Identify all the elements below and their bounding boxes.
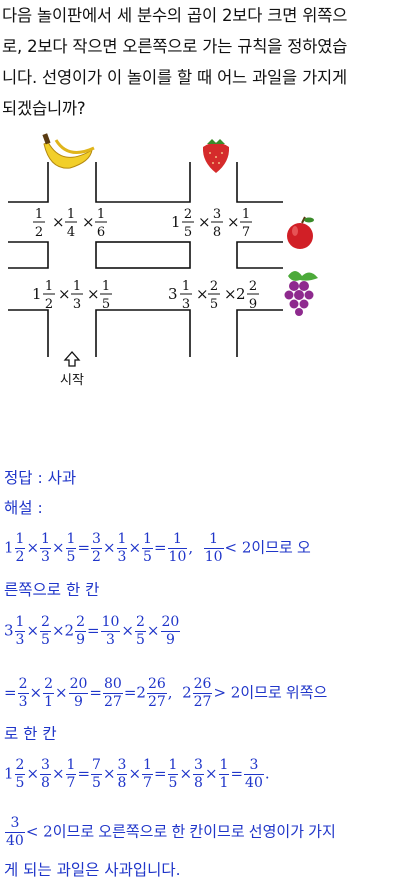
banana-icon [42,133,95,169]
times-sign: × [224,285,237,303]
frac-num: 1 [102,279,110,294]
whole-number: 1 [171,213,181,231]
times-sign: × [52,213,65,231]
frac-num: 2 [210,279,218,294]
frac-num: 1 [242,207,250,222]
question-line: 로, 2보다 작으면 오른쪽으로 가는 규칙을 정하였습 [2,37,348,56]
question-line: 되겠습니까? [2,99,86,118]
frac-den: 4 [67,225,75,240]
frac-den: 6 [97,225,105,240]
frac-num: 1 [45,279,53,294]
frac-den: 3 [182,297,190,312]
frac-num: 1 [35,207,43,222]
frac-den: 5 [210,297,218,312]
times-sign: × [227,213,240,231]
whole-number: 1 [32,285,42,303]
frac-den: 9 [249,297,257,312]
frac-num: 3 [213,207,221,222]
times-sign: × [58,285,71,303]
times-sign: × [87,285,100,303]
board-diagram: 1 2 × 1 4 × 1 6 1 2 5 × 3 8 × 1 7 [8,133,318,387]
frac-num: 1 [67,207,75,222]
board-lines [8,162,283,357]
whole-number: 2 [236,285,246,303]
frac-den: 2 [45,297,53,312]
frac-den: 7 [242,225,250,240]
frac-num: 1 [73,279,81,294]
whole-number: 3 [168,285,178,303]
question-line: 다음 놀이판에서 세 분수의 곱이 2보다 크면 위쪽으 [2,6,348,25]
explain-label: 해설 : [4,493,398,523]
times-sign: × [82,213,95,231]
strawberry-icon [202,139,230,173]
solution-step1-cont: 른쪽으로 한 칸 [4,581,100,599]
frac-num: 1 [182,279,190,294]
explain-text: 해설 : [4,499,43,517]
apple-icon [287,216,314,249]
frac-num: 1 [97,207,105,222]
start-label: 시작 [60,372,84,387]
grape-icon [284,271,318,316]
start-arrow-icon [63,351,81,367]
solution-text: 이므로 오 [251,539,311,557]
frac-den: 3 [73,297,81,312]
question-line: 니다. 선영이가 이 놀이를 할 때 어느 과일을 가지게 [2,68,348,87]
frac-num: 2 [249,279,257,294]
solution-text: 이므로 위쪽으 [240,684,328,702]
expression-top-right: 1 2 5 × 3 8 × 1 7 [171,207,252,240]
solution-step2-cont: 로 한 칸 [4,725,57,743]
frac-den: 5 [102,297,110,312]
frac-den: 2 [35,225,43,240]
frac-num: 2 [184,207,192,222]
frac-den: 8 [213,225,221,240]
solution-text: 이므로 오른쪽으로 한 칸이므로 선영이가 가지 [52,823,336,841]
question-text: 다음 놀이판에서 세 분수의 곱이 2보다 크면 위쪽으 로, 2보다 작으면 … [2,0,398,124]
expression-top-left: 1 2 × 1 4 × 1 6 [33,207,107,240]
solution-final: 게 되는 과일은 사과입니다. [4,861,181,879]
game-board: 1 2 × 1 4 × 1 6 1 2 5 × 3 8 × 1 7 [0,120,400,400]
expression-bottom-right: 3 1 3 × 2 5 × 2 2 9 [168,279,259,312]
expression-bottom-left: 1 1 2 × 1 3 × 1 5 [32,279,112,312]
times-sign: × [196,285,209,303]
times-sign: × [198,213,211,231]
answer-label: 정답 : 사과 [4,463,398,493]
frac-den: 5 [184,225,192,240]
answer-text: 정답 : 사과 [4,469,77,487]
